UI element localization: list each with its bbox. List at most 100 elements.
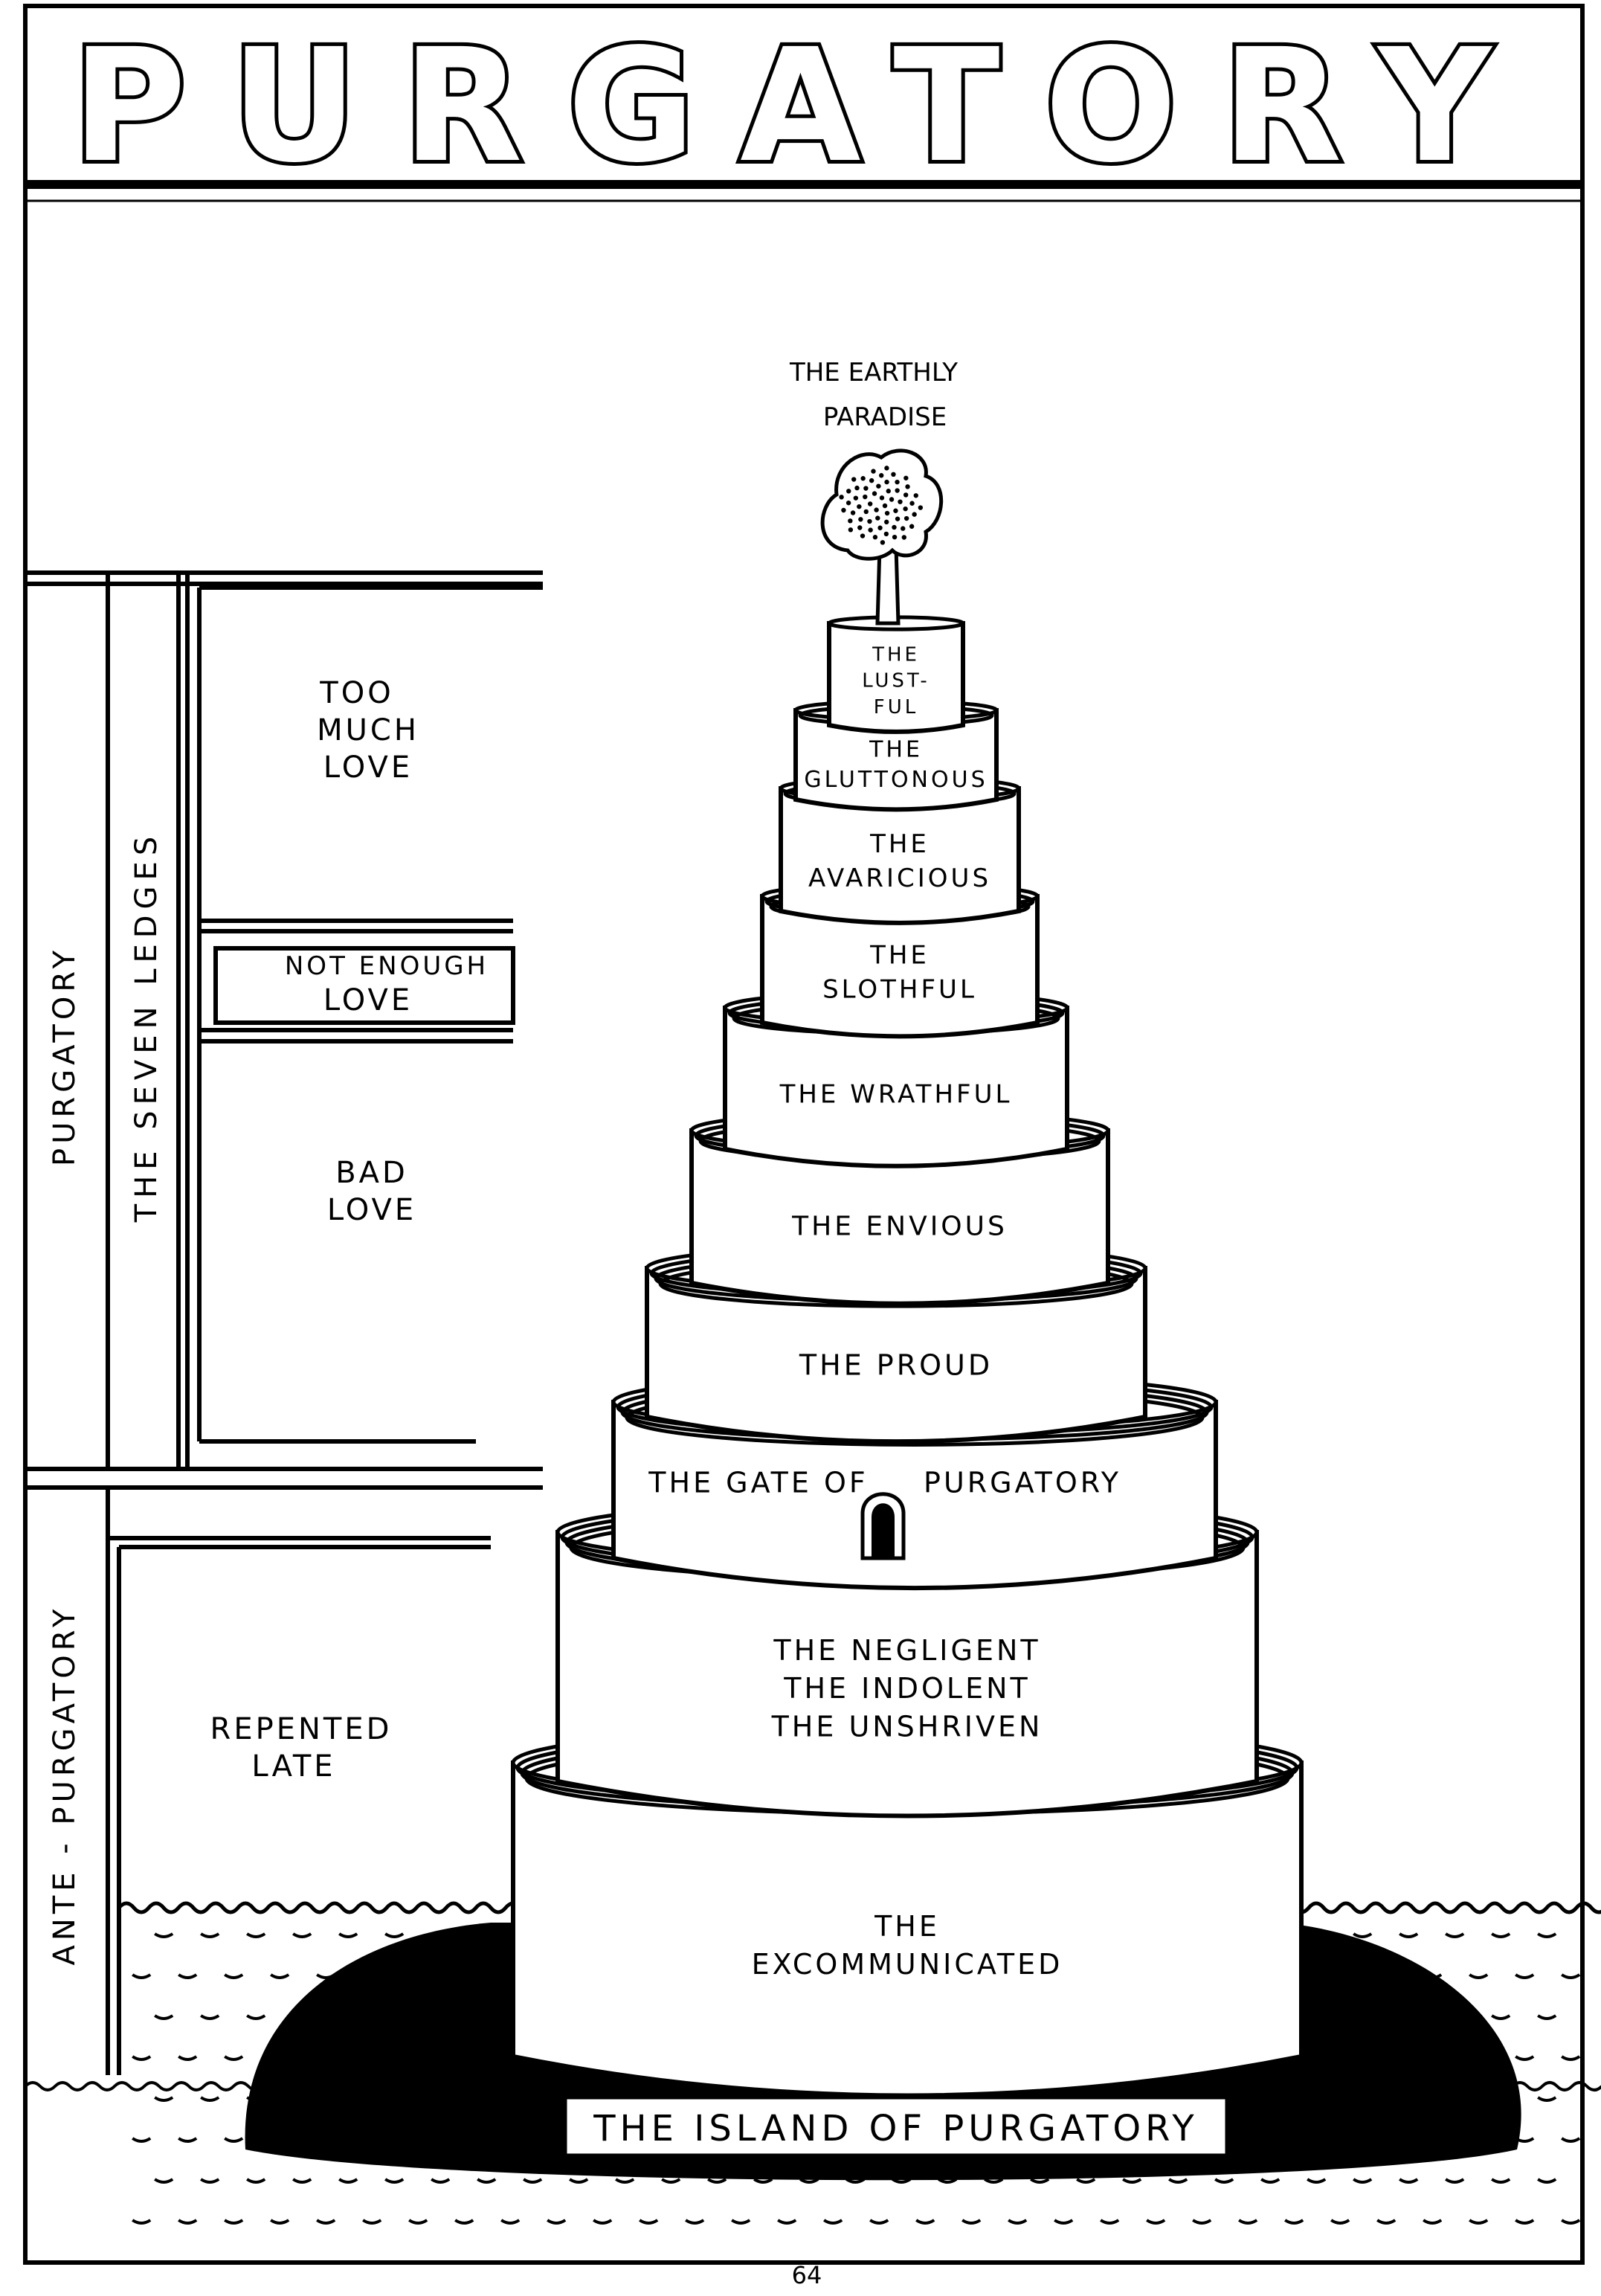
sea-dash [569,2178,589,2184]
tree-speckle [918,505,924,510]
tree-speckle [901,535,907,540]
tree-speckle [857,504,862,509]
sea-dash [200,1932,220,1938]
sea-dash [639,2219,659,2225]
sea-dash [338,1932,358,1938]
sea-dash [500,2219,521,2225]
sea-dash [1399,1932,1419,1938]
summit-label-line1: THE EARTHLY [789,358,958,388]
seven-ledges-label: THE SEVEN LEDGES [129,831,164,1223]
sea-dash [869,2219,889,2225]
tree-speckle [863,494,868,500]
tier-negligent-label-line3: THE UNSHRIVEN [771,1710,1043,1743]
sea-dash [178,2219,198,2225]
tree-speckle [889,497,895,502]
island-label-box [563,2095,1229,2158]
tree-speckle [848,518,853,524]
sea-dash [1537,2178,1557,2184]
tier-proud-label-line1: THE PROUD [799,1348,993,1381]
sea-dash [132,2219,152,2225]
tree-speckle [854,485,860,491]
sea-dash [615,2178,635,2184]
not-enough-love-line2: LOVE [323,983,413,1017]
tier-avaricious-label-line1: THE [869,829,930,859]
sea-dash [1307,2178,1327,2184]
sea-dash [1515,2055,1535,2061]
bad-love-line2: LOVE [327,1193,416,1227]
tree-speckle [839,495,844,500]
sea-dash [984,2178,1004,2184]
tree-speckle [886,489,891,494]
tree-speckle [913,493,918,498]
tier-avaricious-label-line2: AVARICIOUS [808,864,991,893]
sea-dash [224,2219,244,2225]
sea-dash [1030,2178,1050,2184]
sea-dash [1445,2178,1465,2184]
tree-speckle [893,508,898,513]
tree-speckle [860,533,866,538]
page-frame [23,4,1585,2265]
tree-speckle [850,510,856,515]
tree-speckle [879,473,884,478]
tier-lustful-label-line3: FUL [874,696,918,718]
sea-dash [1353,1932,1373,1938]
sea-dash [1491,2014,1511,2020]
too-much-love-line3: LOVE [323,750,413,785]
tree-speckle [892,534,898,540]
sea-dash [408,2219,428,2225]
sea-dash [246,1932,266,1938]
sea-dash [178,2137,198,2143]
gate-door-icon [860,1492,906,1560]
sea-dash [292,2178,312,2184]
tree-speckle [846,489,851,494]
sea-dash [246,2178,266,2184]
sea-dash [938,2178,958,2184]
sea-dash [777,2219,797,2225]
sea-dash [1376,2219,1397,2225]
not-enough-love-line1: NOT ENOUGH [285,951,489,981]
sea-dash [1399,2178,1419,2184]
sea-dash [1076,2178,1096,2184]
tier-gluttonous-label-line1: THE [869,736,923,762]
page-title: PURGATORY [72,15,1536,197]
sea-dash [1168,2178,1188,2184]
tier-gluttonous-label-line2: GLUTTONOUS [804,767,988,793]
tree-speckle [882,503,888,509]
tree-speckle [892,524,897,530]
sea-dash [316,2219,336,2225]
sea-dash [1445,1932,1465,1938]
tree-speckle [868,527,873,533]
tree-speckle [872,535,878,540]
tier-negligent-label-line1: THE NEGLIGENT [773,1634,1040,1667]
sea-dash [246,2014,266,2020]
tree-speckle [895,488,900,493]
sea-dash [731,2219,751,2225]
sea-dash [799,2178,819,2184]
tree-speckle [905,484,910,489]
tree-speckle [880,540,886,545]
tree-speckle [841,507,846,513]
sea-dash [1537,1932,1557,1938]
ante-purgatory-label: ANTE - PURGATORY [48,1605,82,1966]
tree-speckle [884,510,890,516]
tier-lustful-label-line1: THE [872,644,920,666]
bad-love-line1: BAD [335,1156,408,1190]
sea-dash [154,1932,174,1938]
repented-late-line2: LATE [251,1749,335,1784]
sea-dash [661,2178,681,2184]
sea-dash [1122,2178,1142,2184]
sea-dash [132,2137,152,2143]
tier-envious-label-line1: THE ENVIOUS [791,1211,1008,1241]
tree-speckle [858,517,863,522]
sea-dash [1469,2219,1489,2225]
tree-speckle [898,499,903,504]
sea-dash [384,1932,405,1938]
sea-dash [1423,2219,1443,2225]
tree-speckle [860,476,866,481]
sea-dash [1238,2219,1258,2225]
sidebar-brackets [25,570,543,2075]
tree-speckle [863,486,869,491]
